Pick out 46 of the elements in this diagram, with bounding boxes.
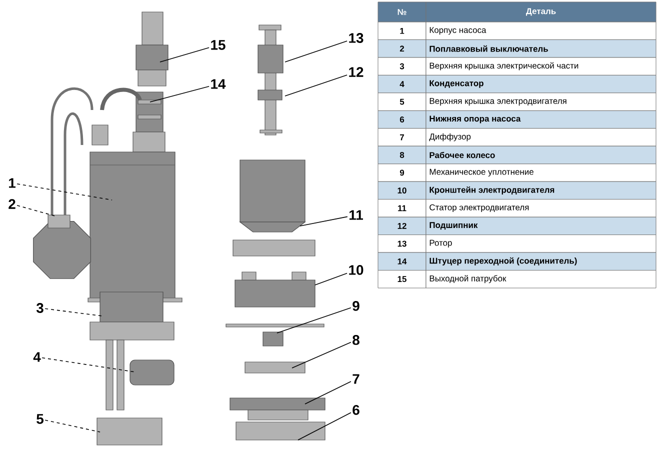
leader-line (314, 272, 348, 286)
table-cell: 8 (378, 146, 426, 164)
table-cell: 2 (378, 39, 426, 58)
leader-line (44, 308, 102, 316)
table-cell: 12 (378, 216, 426, 236)
table-cell: 11 (378, 199, 426, 218)
leader-line (150, 86, 210, 102)
table-cell: 5 (378, 92, 426, 111)
table-cell: 4 (378, 74, 426, 94)
callout-number: 5 (36, 414, 44, 424)
callout-number: 7 (352, 374, 360, 384)
leader-line (300, 216, 348, 226)
callout-number: 3 (36, 303, 44, 313)
table-cell: 9 (378, 164, 426, 182)
callout-number: 9 (352, 301, 360, 311)
table-cell: 13 (378, 234, 426, 253)
table-header-cell: № (378, 2, 426, 22)
callout-number: 8 (352, 335, 360, 345)
callout-number: 12 (349, 67, 364, 77)
callout-number: 13 (349, 33, 364, 43)
leader-line (42, 357, 136, 372)
leader-line (160, 47, 210, 62)
callout-number: 14 (211, 79, 226, 89)
callout-number: 1 (9, 178, 16, 188)
table-cell: 14 (378, 252, 426, 271)
table-cell: 15 (378, 270, 426, 288)
table-cell: 1 (378, 22, 426, 40)
leader-line (16, 205, 56, 216)
callout-number: 2 (8, 199, 16, 209)
callout-number: 11 (350, 210, 363, 220)
leader-line (304, 381, 352, 404)
leader-line (16, 183, 112, 200)
table-cell: 6 (378, 110, 426, 129)
callout-number: 15 (211, 40, 226, 50)
leader-line (284, 74, 348, 96)
callout-number: 10 (349, 265, 364, 275)
leader-line (298, 412, 352, 440)
leader-line (44, 420, 100, 432)
table-cell: 3 (378, 57, 426, 76)
table-cell: 10 (378, 181, 426, 200)
callout-number: 4 (33, 352, 41, 362)
callout-number: 6 (352, 405, 360, 415)
leader-line (284, 40, 348, 62)
leader-line (276, 307, 352, 334)
table-cell: 7 (378, 128, 426, 146)
leader-line (292, 342, 352, 368)
